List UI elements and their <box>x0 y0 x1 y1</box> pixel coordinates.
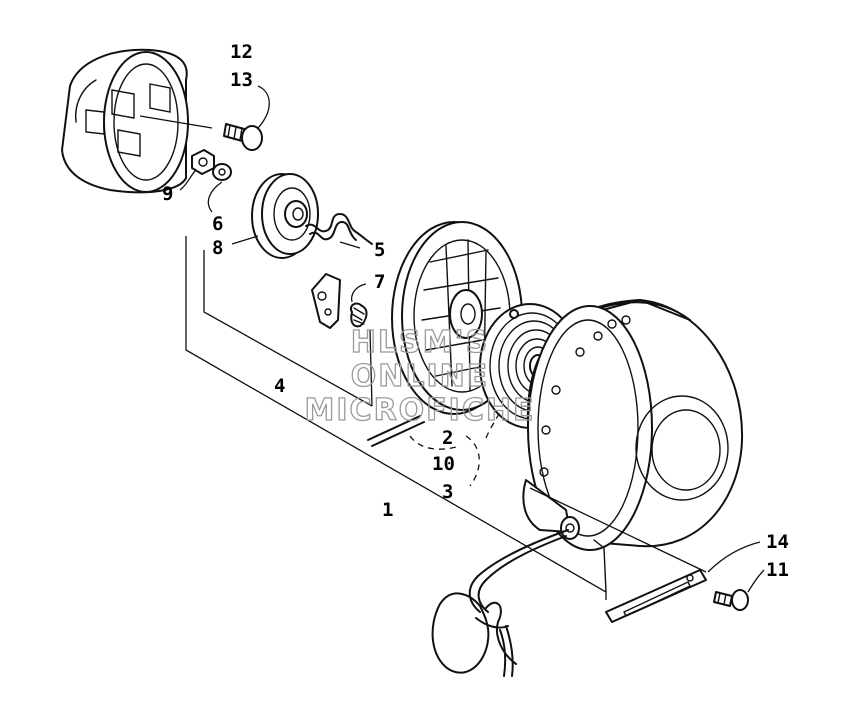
spring-clip-part-5 <box>305 212 373 245</box>
callout-5: 5 <box>374 239 385 261</box>
screw-part-11 <box>713 569 765 611</box>
watermark-line-1: HLSM'S <box>351 325 489 360</box>
callout-9: 9 <box>162 183 173 205</box>
callout-11: 11 <box>766 559 789 581</box>
callout-14: 14 <box>766 531 789 553</box>
callout-2: 2 <box>442 427 453 449</box>
callout-6: 6 <box>212 213 223 235</box>
callout-labels: 12 13 9 6 8 5 7 4 2 10 3 1 14 11 <box>162 41 789 581</box>
starter-cup-part-12 <box>61 48 213 194</box>
watermark-line-2: ONLINE <box>351 359 490 394</box>
retainer-plate-part-14 <box>605 541 761 623</box>
callout-1: 1 <box>382 499 393 521</box>
callout-8: 8 <box>212 237 223 259</box>
pawl-part-7 <box>311 273 368 329</box>
washer-part-6 <box>207 163 232 213</box>
callout-13: 13 <box>230 69 253 91</box>
pulley-part-8 <box>231 173 319 259</box>
starter-rope <box>431 529 569 677</box>
callout-7: 7 <box>374 271 385 293</box>
watermark-line-3: MICROFICHE <box>305 393 536 428</box>
callout-12: 12 <box>230 41 253 63</box>
leader-lines <box>185 236 707 600</box>
watermark: HLSM'S ONLINE MICROFICHE <box>304 324 536 428</box>
callout-4: 4 <box>274 375 285 397</box>
callout-10: 10 <box>432 453 455 475</box>
callout-3: 3 <box>442 481 453 503</box>
starter-housing-part-1 <box>522 299 744 593</box>
bolt-part-13 <box>223 85 270 151</box>
